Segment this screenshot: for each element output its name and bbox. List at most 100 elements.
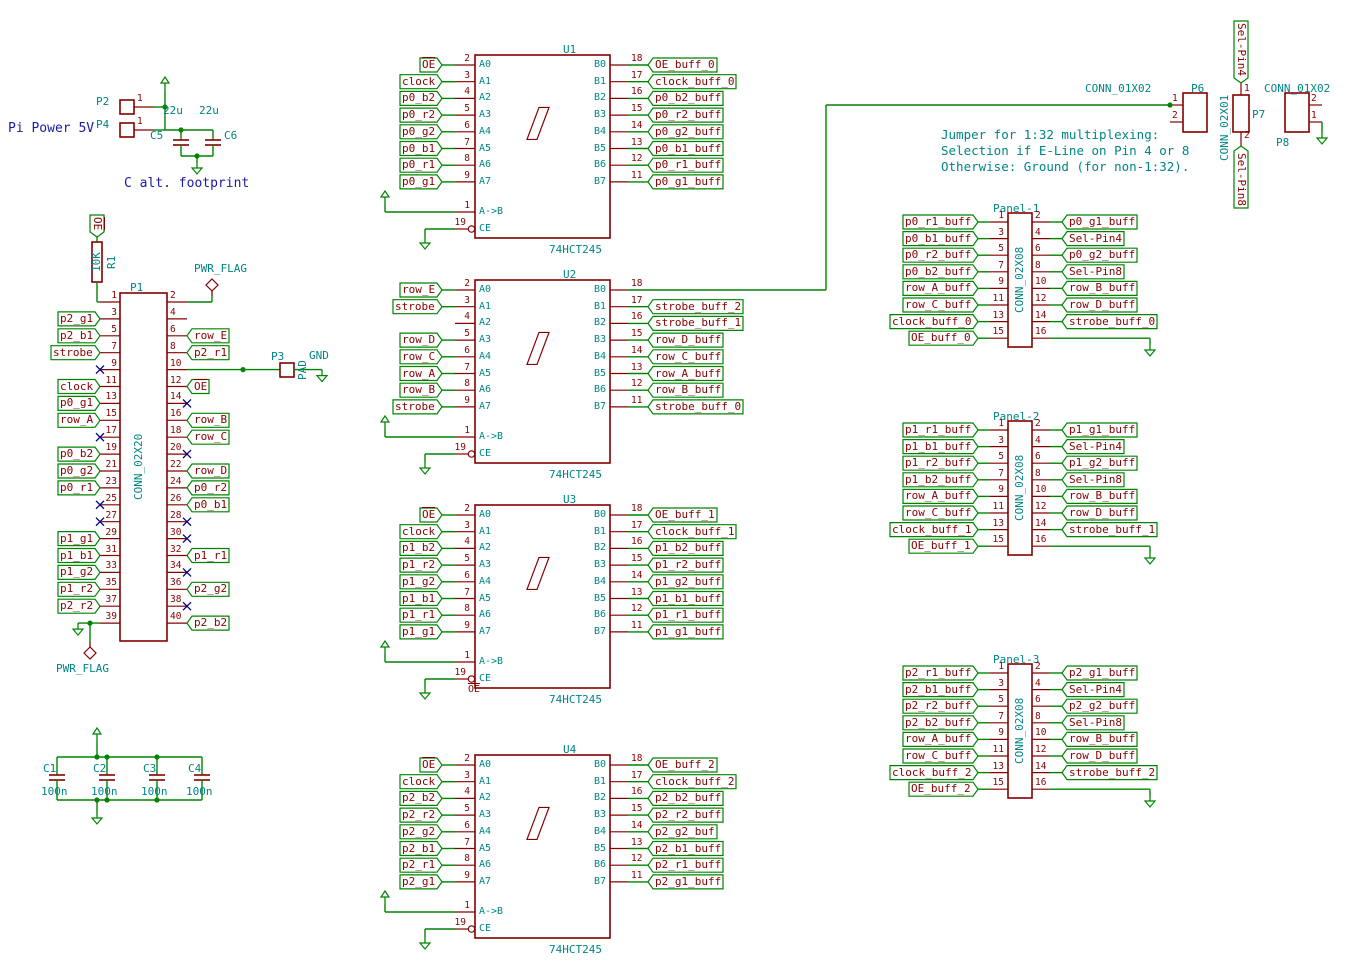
net-label-OE[interactable]: OE — [422, 58, 436, 71]
net-label-p2_g2_buf[interactable]: p2_g2_buf — [655, 824, 715, 838]
net-label-p1_g1_buff[interactable]: p1_g1_buff — [655, 624, 722, 638]
net-label-p1_r1_buff[interactable]: p1_r1_buff — [655, 608, 722, 622]
connector-Panel-2[interactable] — [1007, 420, 1033, 556]
net-label-p0_r2_buff[interactable]: p0_r2_buff — [655, 108, 722, 122]
net-label-p2_r1[interactable]: p2_r1 — [402, 858, 436, 872]
net-label-clock[interactable]: clock — [402, 524, 436, 538]
net-label-p1_r1[interactable]: p1_r1 — [402, 608, 436, 622]
net-label-Sel-Pin4[interactable]: Sel-Pin4 — [1235, 23, 1248, 76]
net-label-p2_g1_buff[interactable]: p2_g1_buff — [1069, 666, 1136, 679]
net-label-p2_b1[interactable]: p2_b1 — [60, 328, 94, 342]
net-label-strobe[interactable]: strobe — [395, 299, 435, 313]
net-label-p1_b2_buff[interactable]: p1_b2_buff — [655, 541, 722, 555]
net-label-p1_r2[interactable]: p1_r2 — [402, 558, 436, 572]
net-label-strobe[interactable]: strobe — [53, 345, 93, 359]
net-label-Sel-Pin8[interactable]: Sel-Pin8 — [1235, 153, 1248, 206]
net-label-Sel-Pin4[interactable]: Sel-Pin4 — [1069, 231, 1122, 245]
net-label-p2_g1_buff[interactable]: p2_g1_buff — [655, 874, 722, 888]
net-label-row_B[interactable]: row_B — [402, 383, 436, 397]
net-label-p1_b2_buff[interactable]: p1_b2_buff — [905, 472, 972, 486]
net-label-p2_g1[interactable]: p2_g1 — [60, 311, 94, 325]
net-label-row_B_buff[interactable]: row_B_buff — [1069, 732, 1136, 746]
net-label-p2_b2[interactable]: p2_b2 — [194, 616, 228, 630]
net-label-p1_g2_buff[interactable]: p1_g2_buff — [655, 574, 722, 588]
ic-U4-body[interactable] — [474, 754, 611, 939]
net-label-row_C_buff[interactable]: row_C_buff — [905, 298, 972, 311]
net-label-row_D_buff[interactable]: row_D_buff — [655, 333, 722, 347]
net-label-p1_b1_buff[interactable]: p1_b1_buff — [655, 591, 722, 605]
net-label-strobe_buff_1[interactable]: strobe_buff_1 — [1069, 522, 1156, 536]
net-label-p2_g1[interactable]: p2_g1 — [402, 874, 436, 888]
net-label-clock[interactable]: clock — [402, 74, 436, 88]
net-label-OE_buff_2[interactable]: OE_buff_2 — [655, 758, 715, 771]
net-label-row_A_buff[interactable]: row_A_buff — [655, 366, 722, 380]
connector-P8[interactable] — [1284, 92, 1310, 133]
net-label-clock_buff_2[interactable]: clock_buff_2 — [892, 765, 972, 779]
net-label-p1_r1_buff[interactable]: p1_r1_buff — [905, 423, 972, 436]
net-label-OE[interactable]: OE — [194, 379, 208, 393]
net-label-OE[interactable]: OE — [91, 217, 104, 231]
net-label-row_B_buff[interactable]: row_B_buff — [655, 383, 722, 397]
net-label-row_E[interactable]: row_E — [402, 283, 436, 296]
net-label-row_D_buff[interactable]: row_D_buff — [1069, 506, 1136, 519]
net-label-p0_r1[interactable]: p0_r1 — [60, 480, 94, 494]
net-label-strobe_buff_1[interactable]: strobe_buff_1 — [655, 316, 742, 330]
net-label-OE_buff_1[interactable]: OE_buff_1 — [911, 539, 971, 553]
net-label-p1_g2_buff[interactable]: p1_g2_buff — [1069, 456, 1136, 470]
net-label-p0_r2[interactable]: p0_r2 — [194, 480, 228, 494]
net-label-strobe[interactable]: strobe — [395, 399, 435, 413]
net-label-p1_g1[interactable]: p1_g1 — [60, 531, 94, 545]
net-label-row_D[interactable]: row_D — [194, 464, 228, 477]
net-label-clock_buff_0[interactable]: clock_buff_0 — [892, 314, 972, 328]
net-label-p2_g2[interactable]: p2_g2 — [194, 582, 228, 596]
net-label-p0_g2[interactable]: p0_g2 — [60, 464, 94, 477]
net-label-p0_b1_buff[interactable]: p0_b1_buff — [655, 141, 722, 155]
connector-P2[interactable] — [119, 99, 135, 115]
net-label-p1_b1_buff[interactable]: p1_b1_buff — [905, 439, 972, 453]
net-label-Sel-Pin8[interactable]: Sel-Pin8 — [1069, 472, 1122, 486]
net-label-row_A_buff[interactable]: row_A_buff — [905, 732, 972, 746]
net-label-p2_b2_buff[interactable]: p2_b2_buff — [905, 715, 972, 729]
net-label-p1_b1[interactable]: p1_b1 — [60, 548, 94, 562]
net-label-p0_r1_buff[interactable]: p0_r1_buff — [905, 215, 972, 228]
net-label-row_C_buff[interactable]: row_C_buff — [655, 349, 722, 363]
net-label-clock_buff_2[interactable]: clock_buff_2 — [655, 774, 735, 788]
net-label-p2_r1_buff[interactable]: p2_r1_buff — [905, 666, 972, 679]
connector-P4[interactable] — [119, 122, 135, 138]
net-label-p2_b2_buff[interactable]: p2_b2_buff — [655, 791, 722, 805]
net-label-row_B_buff[interactable]: row_B_buff — [1069, 281, 1136, 295]
net-label-p1_r2_buff[interactable]: p1_r2_buff — [655, 558, 722, 572]
net-label-p0_g2[interactable]: p0_g2 — [402, 124, 436, 138]
net-label-clock_buff_0[interactable]: clock_buff_0 — [655, 74, 735, 88]
net-label-strobe_buff_0[interactable]: strobe_buff_0 — [1069, 314, 1156, 328]
net-label-OE_buff_0[interactable]: OE_buff_0 — [655, 58, 715, 71]
net-label-p2_r2_buff[interactable]: p2_r2_buff — [655, 808, 722, 822]
net-label-strobe_buff_2[interactable]: strobe_buff_2 — [655, 299, 742, 313]
net-label-p0_b1_buff[interactable]: p0_b1_buff — [905, 231, 972, 245]
net-label-p1_b2[interactable]: p1_b2 — [402, 541, 436, 555]
net-label-p1_r2[interactable]: p1_r2 — [60, 582, 94, 596]
pad-P3[interactable] — [279, 362, 295, 378]
net-label-p0_g2_buff[interactable]: p0_g2_buff — [1069, 248, 1136, 262]
net-label-p0_r1[interactable]: p0_r1 — [402, 158, 436, 172]
net-label-strobe_buff_2[interactable]: strobe_buff_2 — [1069, 765, 1156, 779]
net-label-p0_b2[interactable]: p0_b2 — [402, 91, 436, 105]
net-label-Sel-Pin8[interactable]: Sel-Pin8 — [1069, 715, 1122, 729]
net-label-row_D_buff[interactable]: row_D_buff — [1069, 298, 1136, 311]
net-label-OE[interactable]: OE — [422, 508, 436, 521]
net-label-p1_r1[interactable]: p1_r1 — [194, 548, 228, 562]
net-label-p2_r2_buff[interactable]: p2_r2_buff — [905, 699, 972, 713]
connector-Panel-1[interactable] — [1007, 212, 1033, 348]
ic-U2-body[interactable] — [474, 279, 611, 464]
net-label-p1_g2[interactable]: p1_g2 — [60, 565, 94, 579]
net-label-row_A_buff[interactable]: row_A_buff — [905, 489, 972, 503]
net-label-p1_g1_buff[interactable]: p1_g1_buff — [1069, 423, 1136, 436]
net-label-p2_b1_buff[interactable]: p2_b1_buff — [655, 841, 722, 855]
net-label-p2_b1_buff[interactable]: p2_b1_buff — [905, 682, 972, 696]
net-label-strobe_buff_0[interactable]: strobe_buff_0 — [655, 399, 742, 413]
net-label-p1_g2[interactable]: p1_g2 — [402, 574, 436, 588]
net-label-row_E[interactable]: row_E — [194, 328, 228, 342]
net-label-OE_buff_0[interactable]: OE_buff_0 — [911, 331, 971, 345]
net-label-p0_b2_buff[interactable]: p0_b2_buff — [905, 264, 972, 278]
net-label-p2_b1[interactable]: p2_b1 — [402, 841, 436, 855]
